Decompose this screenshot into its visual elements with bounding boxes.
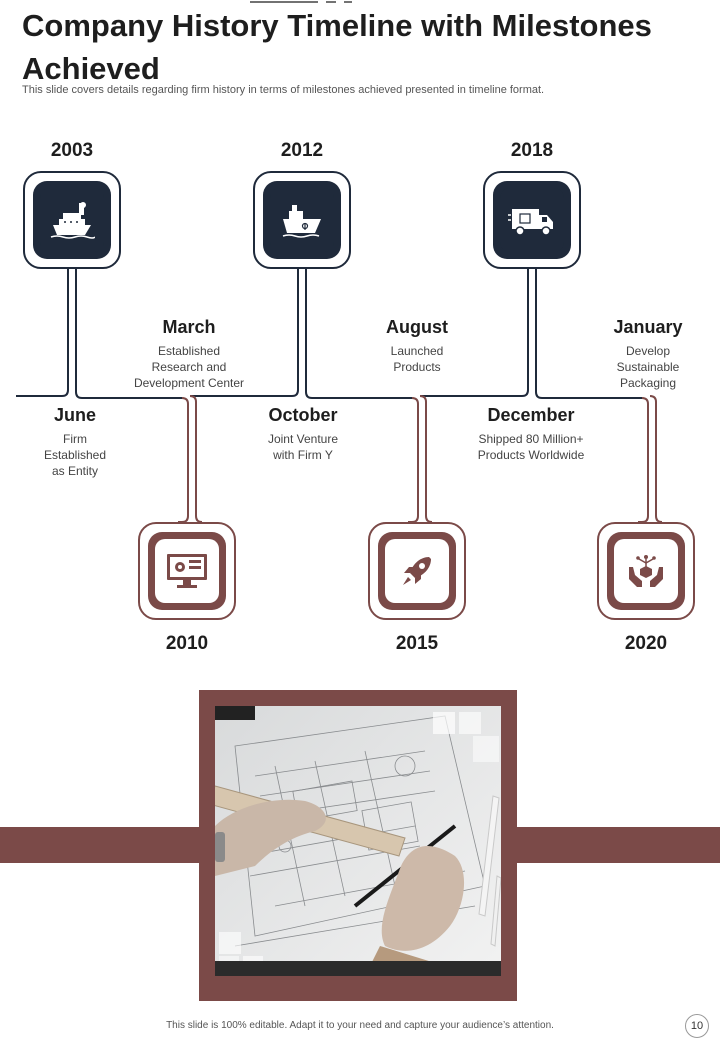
milestone-box-2003 <box>23 171 121 269</box>
cruise-ship-icon <box>50 202 95 239</box>
milestone-month-june: June <box>53 405 96 425</box>
delivery-truck-icon <box>508 209 553 236</box>
milestone-box-2018 <box>483 171 581 269</box>
page-subtitle: This slide covers details regarding firm… <box>22 84 545 96</box>
milestone-box-2012 <box>253 171 351 269</box>
photo-frame <box>199 690 517 1001</box>
blueprint-drawing-photo <box>215 706 501 976</box>
year-2010: 2010 <box>165 633 209 654</box>
milestone-month-december: December <box>487 405 575 425</box>
milestone-month-march: March <box>162 317 216 337</box>
milestone-desc-december: Shipped 80 Million+Products Worldwide <box>477 432 585 462</box>
milestone-month-january: January <box>613 317 683 337</box>
milestone-box-2020 <box>597 522 695 620</box>
milestone-box-2015 <box>368 522 466 620</box>
milestone-box-2010 <box>138 522 236 620</box>
year-2003: 2003 <box>50 140 94 161</box>
page-title: Company History Timeline with Milestones… <box>22 8 652 86</box>
footer-text: This slide is 100% editable. Adapt it to… <box>166 1020 554 1031</box>
computer-settings-icon <box>167 554 207 588</box>
milestone-month-october: October <box>268 405 338 425</box>
rocket-icon <box>403 557 431 585</box>
year-2018: 2018 <box>510 140 554 161</box>
top-decoration <box>250 1 352 3</box>
timeline-connectors <box>16 268 663 523</box>
milestone-month-august: August <box>386 317 448 337</box>
hands-package-icon <box>629 555 663 587</box>
year-2020: 2020 <box>624 633 668 654</box>
year-2015: 2015 <box>395 633 439 654</box>
cargo-ship-icon <box>282 205 321 238</box>
year-2012: 2012 <box>280 140 324 161</box>
page-number: 10 <box>685 1014 709 1038</box>
